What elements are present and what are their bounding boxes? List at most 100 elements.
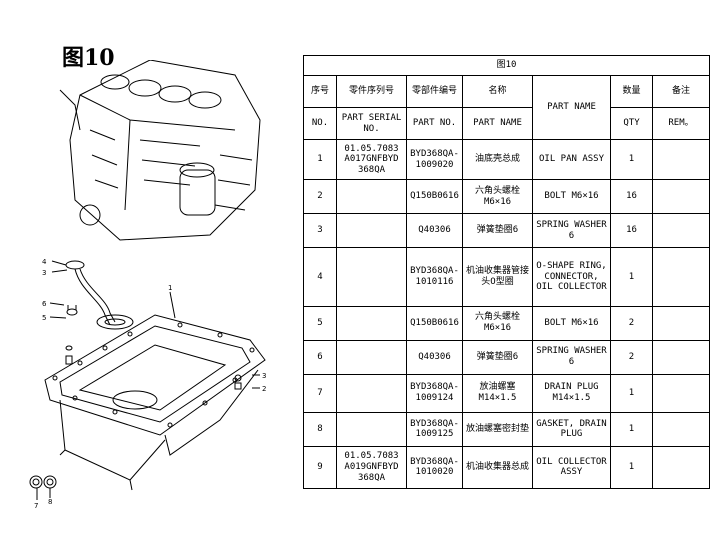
row-rem <box>651 373 711 413</box>
row-name-cn: 放油螺塞 M14×1.5 <box>462 373 533 413</box>
row-qty: 16 <box>610 213 653 249</box>
row-name-cn: 机油收集器总成 <box>462 445 533 490</box>
row-name-cn: 油底壳总成 <box>462 139 533 181</box>
row-name-en: OIL COLLECTOR ASSY <box>532 445 611 490</box>
header-qty-cn: 数量 <box>610 75 653 109</box>
callout-3-lower: 3 <box>262 372 266 380</box>
row-rem <box>651 139 711 181</box>
row-no: 2 <box>303 179 337 215</box>
row-no: 4 <box>303 247 337 307</box>
row-rem <box>651 213 711 249</box>
row-serial <box>336 411 407 447</box>
row-rem <box>651 305 711 341</box>
header-no-cn: 序号 <box>303 75 337 109</box>
row-name-cn: 弹簧垫圈6 <box>462 213 533 249</box>
header-name-cn: 名称 <box>462 75 533 109</box>
header-rem-en: REM。 <box>651 107 711 141</box>
row-qty: 16 <box>610 179 653 215</box>
row-name-en: SPRING WASHER 6 <box>532 339 611 375</box>
row-part-no: BYD368QA-1009020 <box>406 139 463 181</box>
header-no-en: NO. <box>303 107 337 141</box>
row-rem <box>651 247 711 307</box>
row-qty: 1 <box>610 373 653 413</box>
callout-5: 5 <box>42 314 46 322</box>
row-qty: 1 <box>610 247 653 307</box>
row-serial <box>336 373 407 413</box>
header-rem-cn: 备注 <box>651 75 711 109</box>
row-serial <box>336 213 407 249</box>
row-no: 6 <box>303 339 337 375</box>
row-part-no: Q150B0616 <box>406 179 463 215</box>
header-part-no-cn: 零部件编号 <box>406 75 463 109</box>
row-part-no: BYD368QA-1009124 <box>406 373 463 413</box>
header-qty-en: QTY <box>610 107 653 141</box>
callout-1: 1 <box>168 284 172 292</box>
row-name-cn: 弹簧垫圈6 <box>462 339 533 375</box>
row-qty: 2 <box>610 339 653 375</box>
row-name-cn: 放油螺塞密封垫 <box>462 411 533 447</box>
exploded-parts-drawing: 4 3 6 5 1 3 2 7 8 <box>29 60 266 510</box>
row-serial <box>336 339 407 375</box>
row-name-cn: 机油收集器管接头O型圈 <box>462 247 533 307</box>
figure-label: 图10 <box>62 45 115 71</box>
row-part-no: BYD368QA-1009125 <box>406 411 463 447</box>
row-serial <box>336 247 407 307</box>
row-qty: 1 <box>610 411 653 447</box>
row-part-no: Q40306 <box>406 339 463 375</box>
row-name-en: BOLT M6×16 <box>532 179 611 215</box>
row-name-cn: 六角头螺栓 M6×16 <box>462 179 533 215</box>
row-name-en: O-SHAPE RING, CONNECTOR, OIL COLLECTOR <box>532 247 611 307</box>
row-part-no: BYD368QA-1010020 <box>406 445 463 490</box>
row-serial: 01.05.7083 A017GNFBYD 368QA <box>336 139 407 181</box>
row-qty: 2 <box>610 305 653 341</box>
oil-pan-illustration <box>44 314 266 491</box>
callout-3: 3 <box>42 269 46 277</box>
header-serial-en: PART SERIAL NO. <box>336 107 407 141</box>
row-name-en: GASKET, DRAIN PLUG <box>532 411 611 447</box>
header-part-no-en: PART NO. <box>406 107 463 141</box>
row-name-en: SPRING WASHER 6 <box>532 213 611 249</box>
callout-7: 7 <box>34 502 38 510</box>
callout-8: 8 <box>48 498 52 506</box>
row-rem <box>651 339 711 375</box>
header-part-name-en: PART NAME <box>462 107 533 141</box>
header-serial-cn: 零件序列号 <box>336 75 407 109</box>
row-serial <box>336 179 407 215</box>
row-serial: 01.05.7083 A019GNFBYD 368QA <box>336 445 407 490</box>
row-name-en: DRAIN PLUG M14×1.5 <box>532 373 611 413</box>
table-caption: 图10 <box>302 54 711 77</box>
row-no: 8 <box>303 411 337 447</box>
row-qty: 1 <box>610 445 653 490</box>
engine-block-illustration <box>59 60 261 241</box>
row-name-cn: 六角头螺栓 M6×16 <box>462 305 533 341</box>
row-part-no: Q40306 <box>406 213 463 249</box>
row-name-en: BOLT M6×16 <box>532 305 611 341</box>
row-no: 3 <box>303 213 337 249</box>
row-serial <box>336 305 407 341</box>
header-name-en: PART NAME <box>532 75 611 141</box>
row-qty: 1 <box>610 139 653 181</box>
callout-2: 2 <box>262 385 266 393</box>
row-name-en: OIL PAN ASSY <box>532 139 611 181</box>
callout-6: 6 <box>42 300 47 308</box>
row-part-no: Q150B0616 <box>406 305 463 341</box>
row-no: 9 <box>303 445 337 490</box>
row-no: 1 <box>303 139 337 181</box>
row-rem <box>651 179 711 215</box>
row-rem <box>651 445 711 490</box>
row-no: 5 <box>303 305 337 341</box>
row-part-no: BYD368QA-1010116 <box>406 247 463 307</box>
row-no: 7 <box>303 373 337 413</box>
oil-collector-illustration <box>65 260 134 330</box>
parts-list-table: 图10 序号 零件序列号 零部件编号 名称 PART NAME 数量 备注 NO… <box>302 54 711 490</box>
